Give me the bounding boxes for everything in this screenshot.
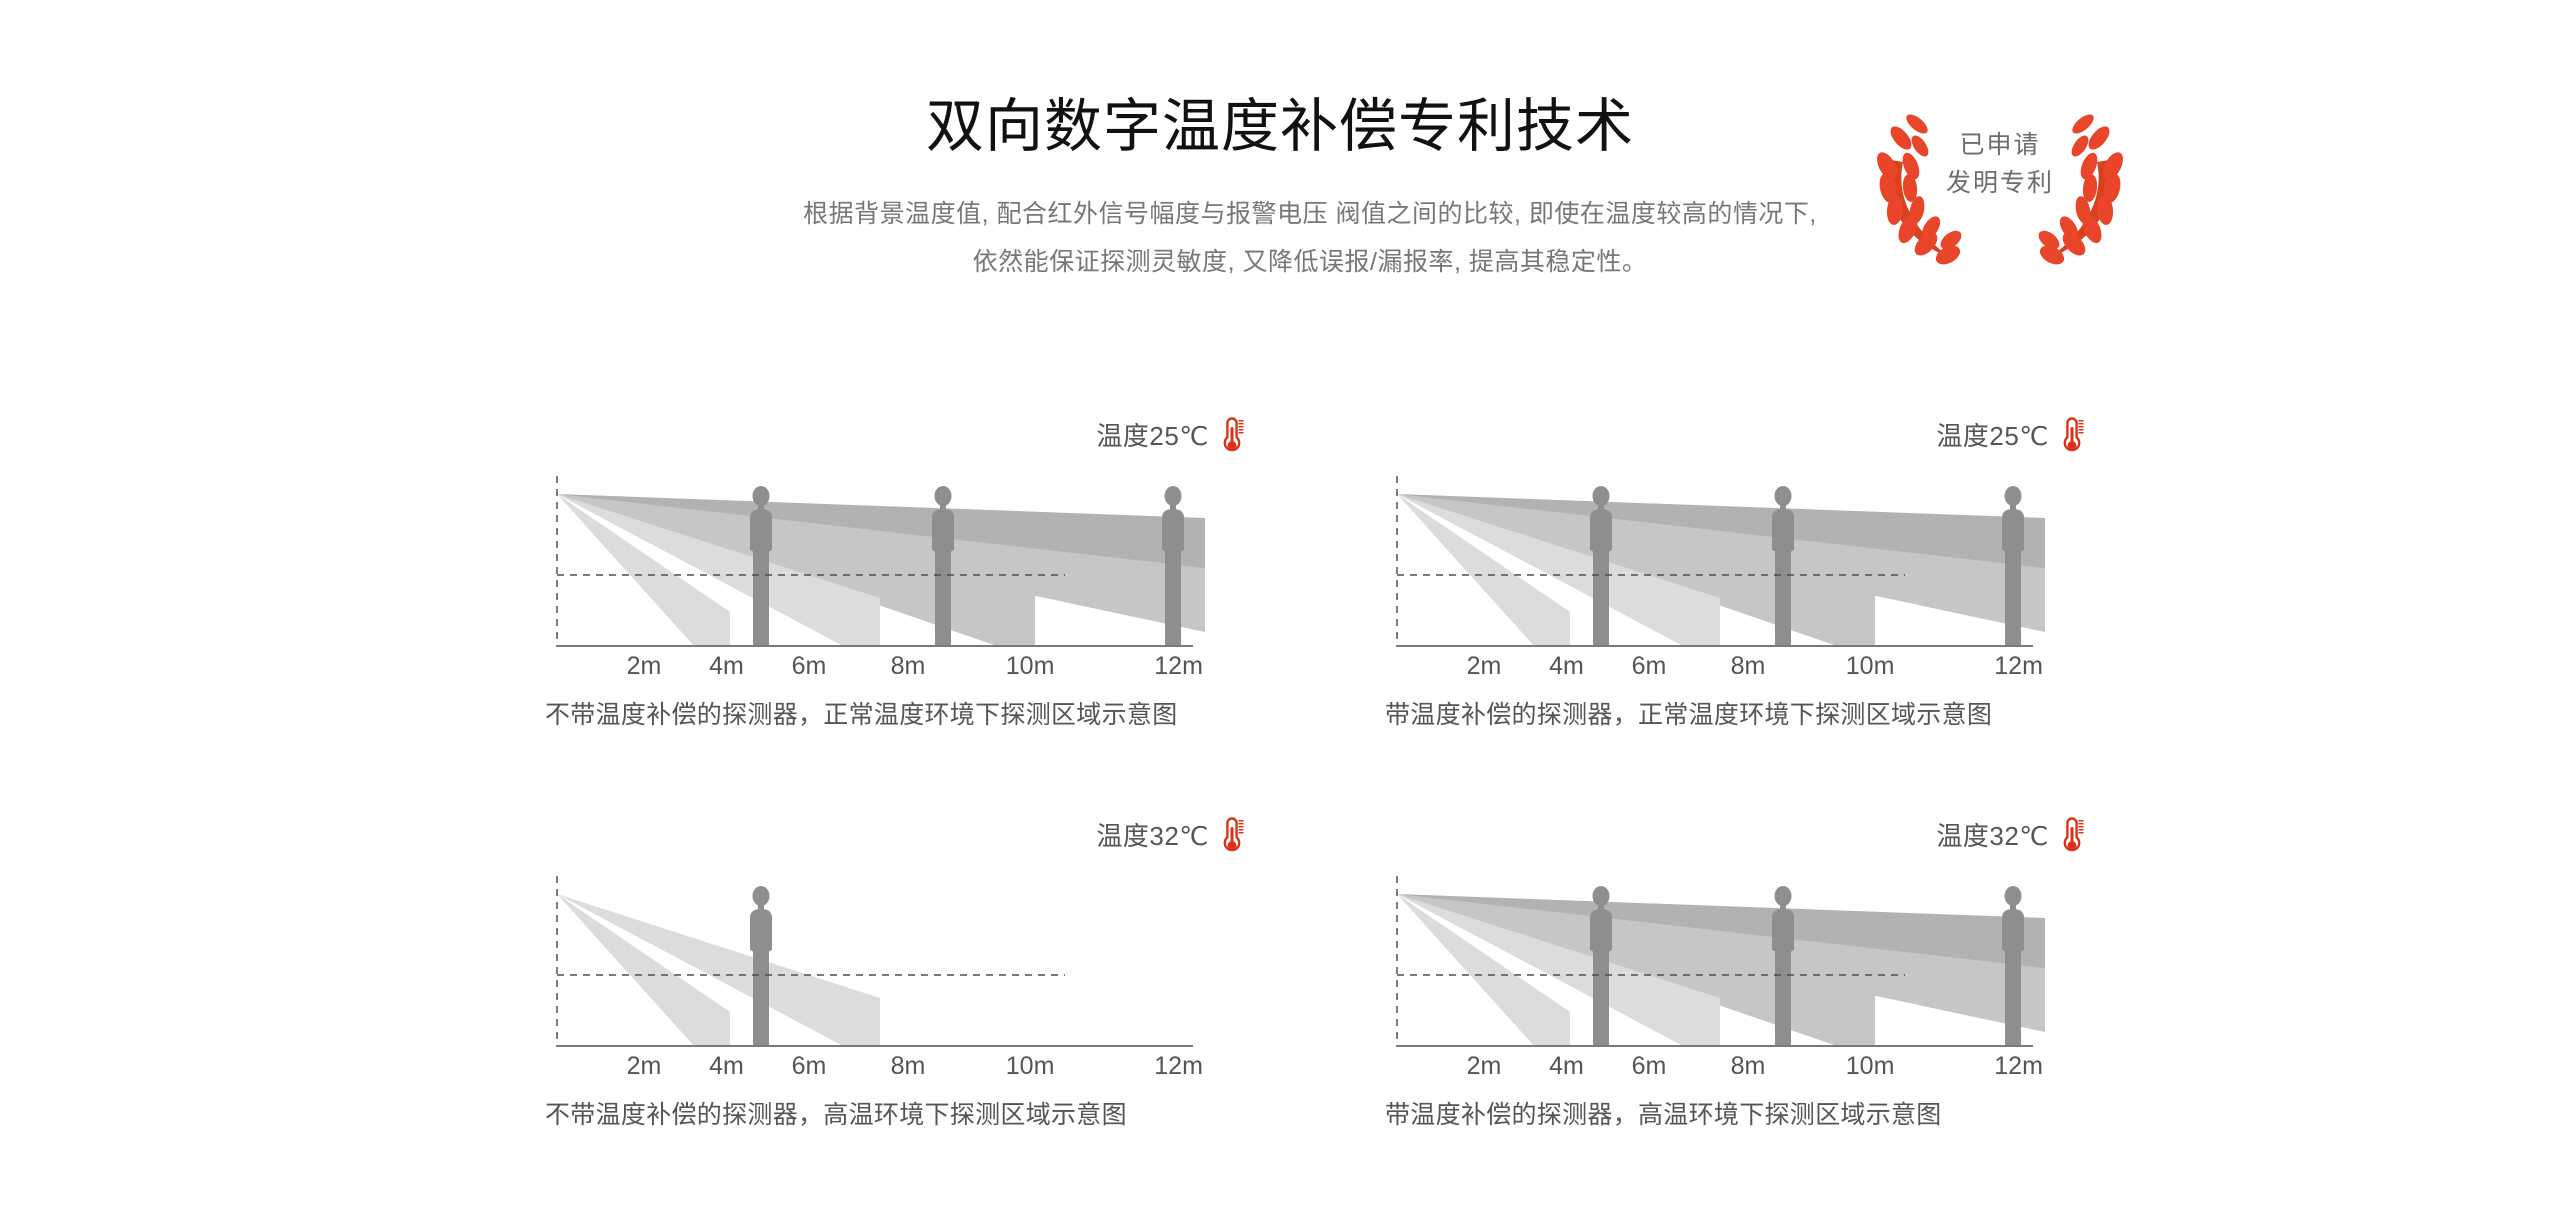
diagram-panel-with-compensation-normal: 温度25℃: [1385, 410, 2085, 760]
axis-tick-8m: 8m: [1730, 1052, 1766, 1080]
detection-area-chart: [1396, 476, 2045, 647]
temperature-label: 温度32℃: [1936, 821, 2049, 851]
beam-group: [1397, 894, 2045, 1047]
axis-tick-labels: 2m 4m 6m 8m 10m 12m: [545, 1050, 1205, 1084]
beam-light-2: [557, 894, 730, 1047]
axis-tick-4m: 4m: [1549, 1052, 1584, 1080]
beam-light-1: [557, 494, 880, 647]
axis-tick-labels: 2m 4m 6m 8m 10m 12m: [1385, 650, 2045, 684]
beam-mid-2: [1397, 894, 1875, 1047]
thermometer-icon: [1223, 817, 1244, 852]
axis-tick-4m: 4m: [1549, 652, 1584, 680]
beam-light-1: [1397, 494, 1720, 647]
axis-tick-8m: 8m: [890, 652, 926, 680]
axis-tick-12m: 12m: [1994, 1052, 2043, 1080]
person-group: [750, 886, 772, 1047]
axis-tick-4m: 4m: [709, 1052, 744, 1080]
axis-tick-8m: 8m: [890, 1052, 926, 1080]
patent-badge-line-2: 发明专利: [1945, 169, 2054, 197]
panel-caption: 不带温度补偿的探测器，正常温度环境下探测区域示意图: [545, 701, 1178, 729]
axis-tick-2m: 2m: [626, 652, 662, 680]
axis-tick-2m: 2m: [1466, 652, 1502, 680]
panel-caption: 带温度补偿的探测器，正常温度环境下探测区域示意图: [1385, 701, 1993, 729]
beam-light-2: [1397, 894, 1570, 1047]
beam-mid-2: [557, 494, 1035, 647]
axis-tick-6m: 6m: [1631, 652, 1667, 680]
diagram-panel-with-compensation-hot: 温度32℃: [1385, 810, 2085, 1160]
beam-mid-2: [1397, 494, 1875, 647]
thermometer-icon: [1223, 417, 1244, 452]
axis-tick-12m: 12m: [1994, 652, 2043, 680]
temperature-tag: 温度32℃: [1936, 810, 2085, 862]
panel-caption: 不带温度补偿的探测器，高温环境下探测区域示意图: [545, 1101, 1127, 1129]
subtitle-line-1: 根据背景温度值, 配合红外信号幅度与报警电压 阀值之间的比较, 即使在温度较高的…: [803, 200, 1817, 228]
axis-tick-6m: 6m: [791, 1052, 827, 1080]
page-title: 双向数字温度补偿专利技术: [925, 94, 1634, 159]
patent-badge-text: 已申请 发明专利: [1865, 126, 2135, 202]
axis-tick-2m: 2m: [626, 1052, 662, 1080]
beam-group: [557, 894, 880, 1047]
axis-tick-12m: 12m: [1154, 1052, 1203, 1080]
page-header: 双向数字温度补偿专利技术 根据背景温度值, 配合红外信号幅度与报警电压 阀值之间…: [0, 0, 2560, 300]
temperature-label: 温度25℃: [1936, 421, 2049, 451]
diagram-panel-no-compensation-normal: 温度25℃: [545, 410, 1245, 760]
person-12m: [1162, 486, 1184, 647]
detection-area-chart: [556, 476, 1205, 647]
patent-laurel-badge: 已申请 发明专利: [1865, 88, 2135, 273]
beam-group: [557, 494, 1205, 647]
axis-tick-10m: 10m: [1845, 652, 1895, 680]
axis-tick-labels: 2m 4m 6m 8m 10m 12m: [1385, 1050, 2045, 1084]
person-12m: [2002, 486, 2024, 647]
axis-tick-6m: 6m: [1631, 1052, 1667, 1080]
beam-light-2: [557, 494, 730, 647]
axis-tick-6m: 6m: [791, 652, 827, 680]
diagram-panel-no-compensation-hot: 温度32℃: [545, 810, 1245, 1160]
detection-area-chart: [556, 876, 1193, 1047]
beam-group: [1397, 494, 2045, 647]
thermometer-icon: [2063, 417, 2084, 452]
panel-caption: 带温度补偿的探测器，高温环境下探测区域示意图: [1385, 1101, 1942, 1129]
person-6m: [750, 886, 772, 1047]
axis-tick-labels: 2m 4m 6m 8m 10m 12m: [545, 650, 1205, 684]
beam-light-1: [557, 894, 880, 1047]
beam-light-1: [1397, 894, 1720, 1047]
axis-tick-10m: 10m: [1845, 1052, 1895, 1080]
laurel-wreath-icon: [1877, 114, 2123, 265]
temperature-tag: 温度32℃: [1096, 810, 1245, 862]
temperature-tag: 温度25℃: [1096, 410, 1245, 462]
temperature-label: 温度25℃: [1096, 421, 1209, 451]
temperature-tag: 温度25℃: [1936, 410, 2085, 462]
temperature-label: 温度32℃: [1096, 821, 1209, 851]
axis-tick-10m: 10m: [1005, 652, 1055, 680]
page-subtitle: 根据背景温度值, 配合红外信号幅度与报警电压 阀值之间的比较, 即使在温度较高的…: [730, 190, 1890, 286]
axis-tick-12m: 12m: [1154, 652, 1203, 680]
axis-tick-10m: 10m: [1005, 1052, 1055, 1080]
person-12m: [2002, 886, 2024, 1047]
axis-tick-2m: 2m: [1466, 1052, 1502, 1080]
axis-tick-4m: 4m: [709, 652, 744, 680]
thermometer-icon: [2063, 817, 2084, 852]
beam-light-2: [1397, 494, 1570, 647]
detection-area-chart: [1396, 876, 2045, 1047]
axis-tick-8m: 8m: [1730, 652, 1766, 680]
subtitle-line-2: 依然能保证探测灵敏度, 又降低误报/漏报率, 提高其稳定性。: [972, 248, 1648, 276]
patent-badge-line-1: 已申请: [1959, 131, 2041, 159]
